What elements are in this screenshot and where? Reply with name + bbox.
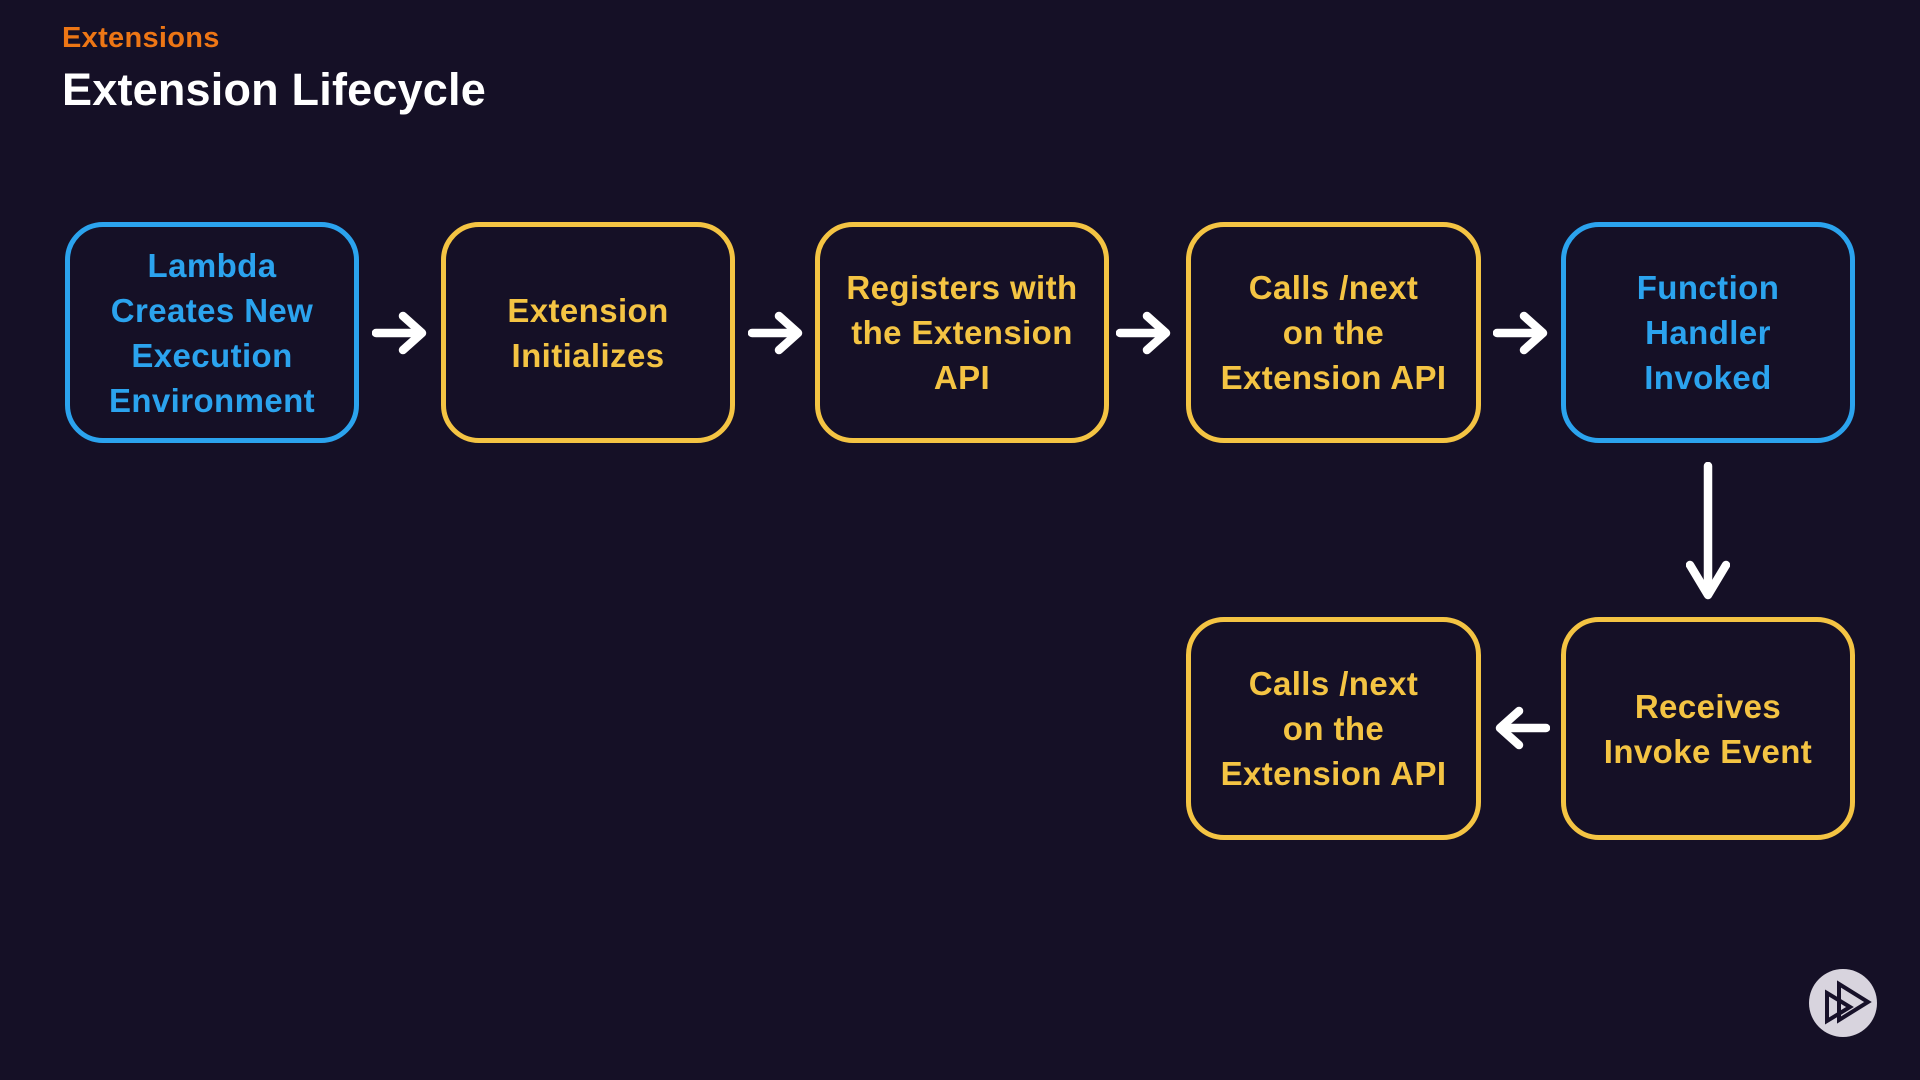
pluralsight-logo-icon	[1809, 969, 1877, 1037]
node-function-handler-invoked: Function Handler Invoked	[1561, 222, 1855, 443]
node-calls-next-on-api: Calls /next on the Extension API	[1186, 222, 1481, 443]
node-label: Extension Initializes	[507, 291, 669, 374]
node-registers-with-api: Registers with the Extension API	[815, 222, 1109, 443]
slide-kicker: Extensions	[62, 22, 220, 54]
node-label: Registers with the Extension API	[846, 269, 1078, 396]
node-extension-initializes: Extension Initializes	[441, 222, 735, 443]
node-receives-invoke-event: Receives Invoke Event	[1561, 617, 1855, 840]
node-label: Receives Invoke Event	[1603, 687, 1813, 770]
node-label: Calls /next on the Extension API	[1220, 269, 1447, 396]
flow-arrow-right-icon	[372, 311, 427, 355]
node-label: Lambda Creates New Execution Environment	[108, 246, 316, 419]
node-label: Function Handler Invoked	[1636, 269, 1780, 396]
node-label: Calls /next on the Extension API	[1220, 665, 1447, 792]
flow-arrow-right-icon	[1493, 311, 1548, 355]
flow-arrow-down-icon	[1686, 462, 1730, 600]
flow-arrow-left-icon	[1495, 706, 1550, 750]
flow-arrow-right-icon	[748, 311, 803, 355]
node-lambda-creates-environment: Lambda Creates New Execution Environment	[65, 222, 359, 443]
node-calls-next-on-api-2: Calls /next on the Extension API	[1186, 617, 1481, 840]
flow-arrow-right-icon	[1116, 311, 1171, 355]
page-title: Extension Lifecycle	[62, 64, 486, 115]
